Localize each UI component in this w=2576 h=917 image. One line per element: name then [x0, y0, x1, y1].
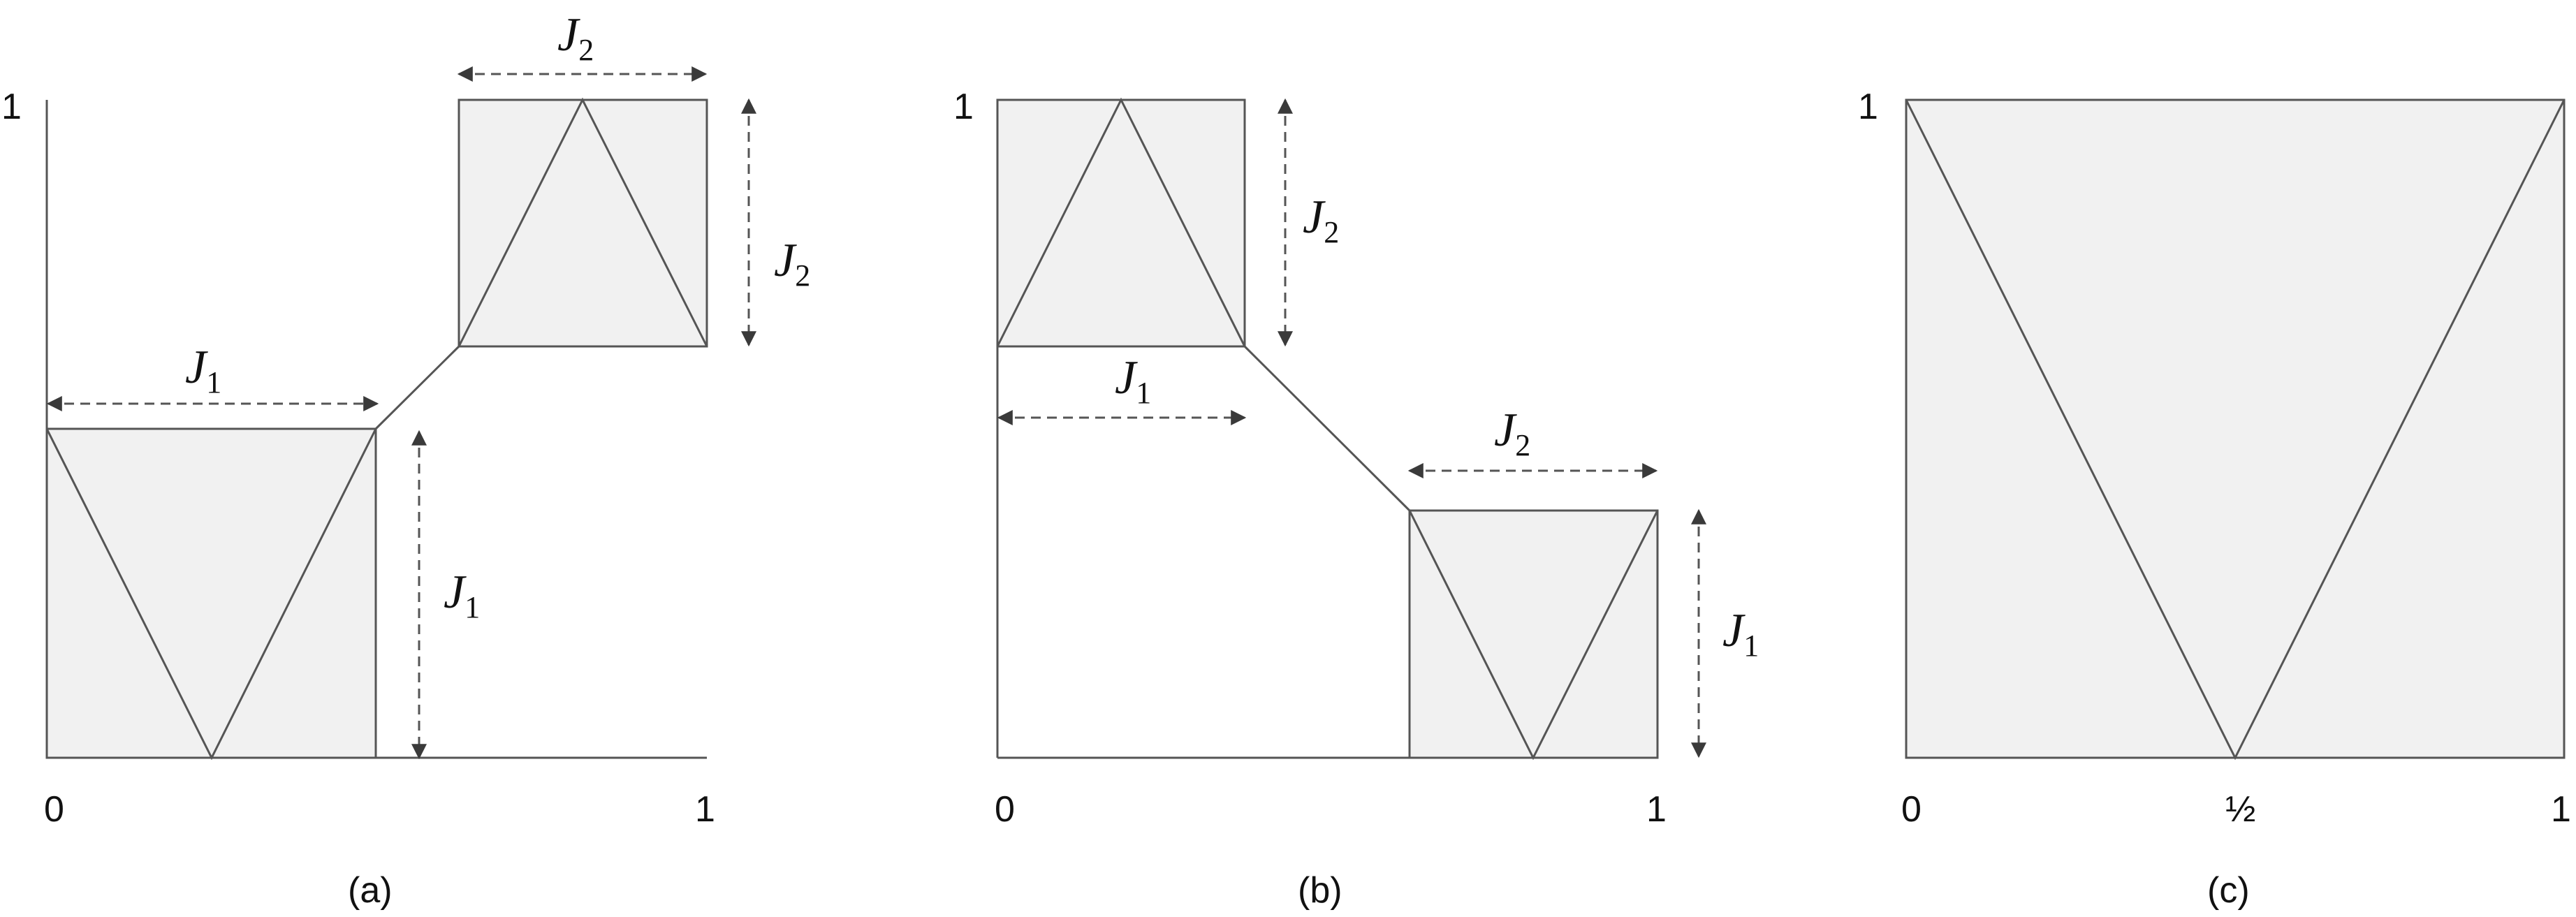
panel-c-square — [1905, 98, 2566, 759]
panel-a-x-tick-0: 0 — [44, 789, 64, 830]
panel-b-caption: (b) — [1298, 870, 1342, 911]
panel-b-j1-horizontal-label: J1 — [1115, 351, 1151, 410]
panel-b: J2 J1 J2 J1 1 0 1 (b) — [953, 87, 1759, 911]
panel-c-y-tick-1: 1 — [1858, 87, 1878, 127]
panel-b-connector — [1243, 345, 1411, 512]
panel-b-x-tick-0: 0 — [995, 789, 1015, 830]
panel-a-j1-horizontal-label: J1 — [185, 340, 221, 399]
panel-a: J1 J1 J2 J2 1 0 1 (a) — [1, 8, 810, 911]
panel-b-x-tick-1: 1 — [1646, 789, 1667, 830]
panel-c-x-tick-1: 1 — [2551, 789, 2571, 830]
panel-b-y-tick-1: 1 — [953, 87, 974, 127]
panel-c-x-tick-0: 0 — [1901, 789, 1922, 830]
panel-b-j2-horizontal-label: J2 — [1494, 403, 1530, 462]
panel-b-j1-vertical-label: J1 — [1722, 603, 1759, 663]
panel-b-v-shape — [1408, 510, 1659, 761]
panel-b-inverted-v-shape — [996, 97, 1246, 347]
panel-b-upper-square — [996, 98, 1246, 348]
panel-c: 1 0 ½ 1 (c) — [1858, 87, 2571, 911]
panel-a-caption: (a) — [348, 870, 393, 911]
panel-b-j2-vertical-label: J2 — [1303, 190, 1339, 249]
panel-a-j2-horizontal-label: J2 — [557, 8, 594, 67]
panel-a-x-tick-1: 1 — [695, 789, 715, 830]
panel-a-upper-square — [458, 98, 708, 348]
panel-a-connector — [374, 345, 460, 430]
panel-a-v-shape — [45, 428, 377, 761]
panel-b-lower-square — [1408, 509, 1659, 759]
panel-c-caption: (c) — [2207, 870, 2250, 911]
panel-a-j2-vertical-label: J2 — [774, 233, 810, 293]
panel-a-j1-vertical-label: J1 — [444, 565, 480, 624]
panel-c-x-tick-half: ½ — [2225, 789, 2255, 830]
panel-c-v-shape — [1905, 99, 2566, 761]
panel-a-inverted-v-shape — [458, 97, 708, 347]
panel-a-lower-square — [45, 427, 377, 759]
panel-a-y-tick-1: 1 — [1, 87, 22, 127]
